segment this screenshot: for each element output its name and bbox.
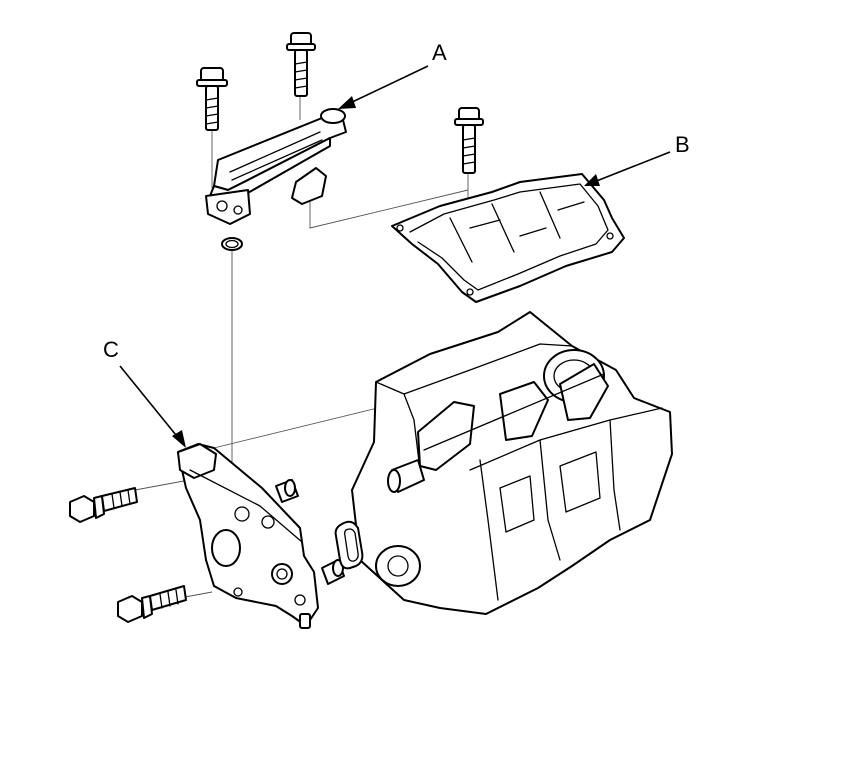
- o-ring: [221, 237, 243, 251]
- callout-c-leader: [119, 365, 186, 448]
- bolt-center-top: [286, 32, 316, 97]
- callout-label-c: C: [103, 337, 119, 362]
- callout-b-leader: [584, 151, 671, 186]
- bolt-left-top: [196, 67, 228, 131]
- baffle-plate-part-b: [391, 173, 625, 303]
- oil-strainer-part-a: [205, 108, 347, 225]
- bolt-right-top: [454, 107, 484, 174]
- pump-gasket: [334, 520, 364, 570]
- bolt-left-upper-side: [69, 487, 138, 523]
- callout-label-b: B: [675, 132, 690, 157]
- bolt-left-lower-side: [117, 585, 187, 623]
- dowel-pin-upper: [275, 479, 299, 503]
- oil-pump-part-c: [177, 443, 319, 629]
- callout-label-a: A: [432, 40, 447, 65]
- callout-a-leader: [338, 65, 429, 109]
- engine-block: [351, 311, 673, 615]
- crankshaft: [387, 363, 609, 493]
